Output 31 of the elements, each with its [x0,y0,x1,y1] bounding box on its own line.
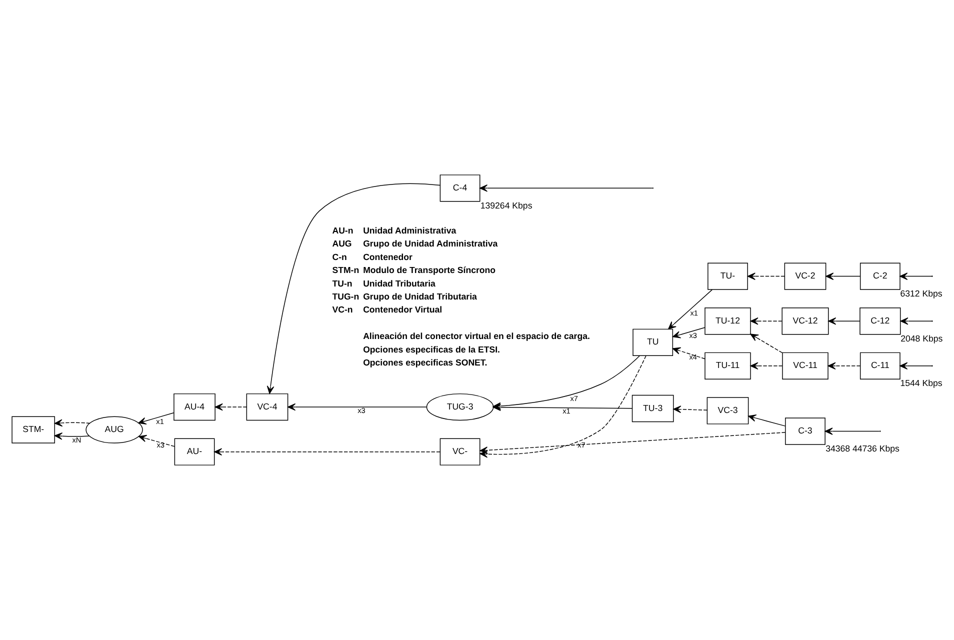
label: Grupo de Unidad Tributaria [362,292,476,302]
node-label: 1544 Kbps [900,378,942,388]
edge-label: x7 [570,394,578,403]
legend-label: Opciones especificas de la ETSI. [362,344,500,354]
label: Modulo de Transporte Síncrono [362,265,496,276]
label: Unidad Tributaria [362,278,435,288]
edge-label: x3 [688,330,697,340]
label: Contenedor Virtual [362,304,442,315]
label: Grupo de Unidad Administrativa [362,238,498,249]
edge-label: x1 [562,406,570,416]
label: Contenedor [362,252,412,262]
label: TU-n [332,278,352,288]
label: AUG [332,238,352,249]
edge-label: x1 [156,416,164,426]
node-label: 34368 44736 Kbps [825,444,899,454]
edge-label: x1 [690,308,698,318]
label: STM-n [332,265,359,276]
legend-label: Alineación del conector virtual en el espacio de carga. [362,331,590,342]
edge-label: x3 [156,440,164,450]
label: C-n [332,252,346,262]
edge-label: x3 [357,406,365,415]
legend-label: Opciones especificas SONET. [362,358,487,368]
node-label: 2048 Kbps [900,333,942,344]
edge-label: xN [72,435,81,444]
node-label: 139264 Kbps [480,200,532,210]
node-label: 6312 Kbps [900,288,942,299]
label: Unidad Administrativa [362,225,456,236]
label: VC-n [332,304,352,315]
edge-label: x4 [688,352,697,362]
label: AU-n [332,225,353,236]
label: TUG-n [332,292,359,302]
